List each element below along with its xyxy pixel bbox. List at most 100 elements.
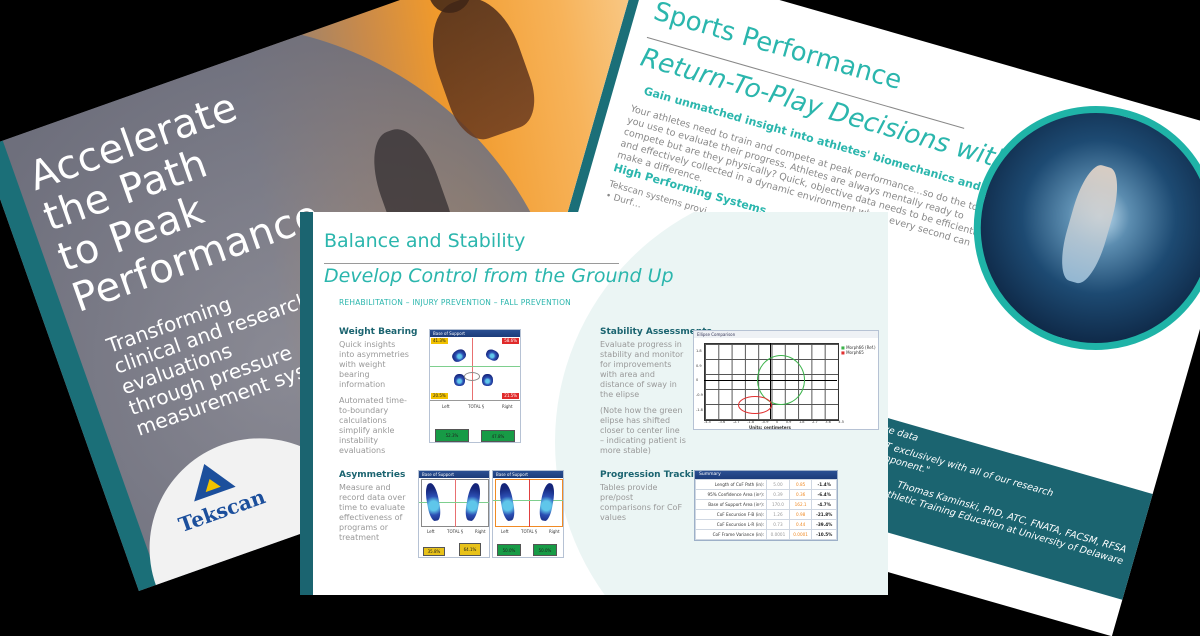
weight-bar-right: 50.0%	[533, 544, 557, 556]
y-tick: -1.8	[696, 408, 703, 412]
table-row: 95% Confidence Area (in²): 0.39 0.36 -6.…	[694, 489, 837, 500]
x-axis-label: Units: centimeters	[749, 425, 791, 430]
weight-bearing-window: Base of Support 41.3% 58.6% 20.5% 21.5% …	[429, 329, 521, 443]
label-right: Right	[549, 529, 560, 534]
quadrant-flag: 58.6%	[502, 338, 519, 344]
sway-ellipse	[464, 372, 480, 381]
pre-value: 0.39	[766, 489, 790, 500]
center-line-vertical	[529, 479, 530, 527]
section-title-progression: Progression Tracking	[600, 470, 707, 480]
table-row: CoF Frame Variance (in): 0.0001 0.0001 -…	[694, 529, 837, 540]
section-paragraph: Measure and record data over time to eva…	[339, 483, 406, 542]
pressure-map	[450, 347, 468, 364]
quadrant-flag: 20.5%	[431, 393, 448, 399]
change-value: -4.7%	[811, 499, 837, 510]
change-value: -10.5%	[811, 529, 837, 540]
row-label: Length of CoF Path (in):	[694, 479, 768, 490]
change-value: -1.4%	[811, 479, 837, 490]
x-tick: 3.6	[825, 420, 831, 424]
label-left: Left	[442, 404, 450, 409]
ellipse-current	[738, 396, 772, 414]
focus-areas: REHABILITATION – INJURY PREVENTION – FAL…	[339, 298, 571, 307]
x-tick: -1.8	[747, 420, 755, 424]
x-tick: -4.5	[704, 420, 711, 424]
section-paragraph: Evaluate progress in stability and monit…	[600, 340, 684, 399]
y-tick: 0	[696, 378, 699, 382]
divider	[324, 263, 619, 264]
x-tick: 4.5	[838, 420, 844, 424]
window-titlebar: Base of Support	[430, 330, 520, 337]
label-right: Right	[502, 404, 513, 409]
row-label: Base of Support Area (in²):	[694, 499, 768, 510]
divider	[430, 400, 520, 401]
section-body-progression: Tables provide pre/post comparisons for …	[600, 483, 686, 529]
chart-legend: ■ Morph66 (Ref.) ■ Morph65	[841, 345, 876, 355]
weight-bar-left: 50.0%	[497, 544, 521, 556]
y-tick: 0.9	[696, 364, 702, 368]
x-ticks: -4.5 -3.6 -2.7 -1.8 -0.9 0 0.9 1.8 2.7 3…	[704, 420, 844, 424]
ellipse-reference	[757, 355, 805, 405]
row-label: CoF Excursion F-B (in):	[694, 509, 768, 520]
weight-bar-left: 52.3%	[435, 429, 469, 442]
x-tick: -3.6	[718, 420, 726, 424]
x-tick: 0.9	[785, 420, 792, 424]
window-titlebar: Summary	[695, 471, 837, 479]
pre-value: 0.0001	[766, 529, 790, 540]
weight-bar-right: 64.1%	[459, 543, 481, 556]
balance-stability-page: Balance and Stability Develop Control fr…	[300, 212, 888, 595]
pre-value: 5.00	[766, 479, 790, 490]
x-tick: 2.7	[812, 420, 818, 424]
x-tick: -2.7	[732, 420, 740, 424]
change-value: -21.8%	[811, 509, 837, 520]
asymmetry-window-after: Base of Support Left TOTAL § Right 50.0%…	[492, 470, 564, 558]
window-titlebar: Base of Support	[419, 471, 489, 478]
ellipse-comparison-window: Ellipse Comparison 1.8 0.9 0 -0.9 -1.8 -…	[693, 330, 879, 430]
change-value: -6.4%	[811, 489, 837, 500]
label-left: Left	[427, 529, 435, 534]
label-total: TOTAL §	[521, 529, 537, 534]
quadrant-flag: 41.3%	[431, 338, 448, 344]
post-value: 0.0001	[788, 529, 813, 540]
row-label: CoF Excursion L-R (in):	[694, 519, 768, 530]
pressure-map	[482, 374, 493, 386]
label-total: TOTAL §	[468, 404, 484, 409]
x-tick: 1.8	[798, 420, 805, 424]
section-paragraph: (Note how the green elipse has shifted c…	[600, 406, 686, 455]
legend-label: Morph66 (Ref.)	[846, 345, 876, 350]
legend-item: ■ Morph66 (Ref.)	[841, 345, 876, 350]
summary-table-window: Summary Length of CoF Path (in): 5.00 0.…	[694, 470, 838, 541]
x-tick: -0.9	[761, 420, 769, 424]
post-value: 0.44	[788, 519, 813, 530]
pre-value: 170.0	[766, 499, 790, 510]
center-line-vertical	[472, 338, 473, 400]
post-value: 162.1	[788, 499, 813, 510]
legend-item: ■ Morph65	[841, 350, 864, 355]
asymmetry-window-before: Base of Support Left TOTAL § Right 35.8%…	[418, 470, 490, 558]
summary-table: Length of CoF Path (in): 5.00 0.85 -1.4%…	[694, 479, 837, 540]
change-value: -39.4%	[811, 519, 837, 530]
table-row: Length of CoF Path (in): 5.00 0.85 -1.4%	[694, 479, 837, 490]
quadrant-flag: 21.5%	[502, 393, 519, 399]
center-line-horizontal	[493, 500, 563, 501]
center-line-horizontal	[430, 366, 520, 367]
section-paragraph: Quick insights into asymmetries with wei…	[339, 340, 409, 389]
balance-title: Balance and Stability	[324, 230, 526, 252]
table-row: CoF Excursion F-B (in): 1.26 0.98 -21.8%	[694, 509, 837, 520]
section-paragraph: Automated time-to-boundary calculations …	[339, 396, 407, 455]
x-tick: 0	[776, 420, 779, 424]
weight-bar-right: 47.8%	[481, 430, 515, 442]
section-body-weight-bearing: Quick insights into asymmetries with wei…	[339, 340, 411, 462]
section-paragraph: Tables provide pre/post comparisons for …	[600, 483, 683, 522]
section-body-stability: Evaluate progress in stability and monit…	[600, 340, 686, 462]
runner-silhouette	[527, 0, 634, 5]
window-titlebar: Base of Support	[493, 471, 563, 478]
section-title-asymmetries: Asymmetries	[339, 470, 406, 480]
label-right: Right	[475, 529, 486, 534]
post-value: 0.85	[788, 479, 813, 490]
row-label: 95% Confidence Area (in²):	[694, 489, 768, 500]
y-tick: -0.9	[696, 393, 703, 397]
post-value: 0.36	[788, 489, 813, 500]
weight-bar-left: 35.8%	[423, 547, 445, 556]
table-row: CoF Excursion L-R (in): 0.73 0.44 -39.4%	[694, 519, 837, 530]
label-total: TOTAL §	[447, 529, 463, 534]
